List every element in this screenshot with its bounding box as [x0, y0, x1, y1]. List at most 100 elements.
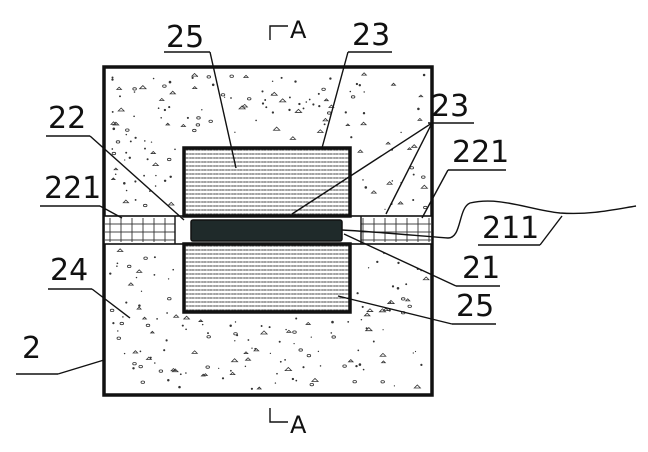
speckle-mark: [125, 151, 128, 154]
speckle-mark: [112, 322, 115, 325]
speckle-mark: [109, 308, 115, 312]
speckle-mark: [360, 72, 368, 76]
speckle-mark: [123, 352, 126, 355]
speckle-mark: [116, 336, 121, 340]
section-marker-top: [269, 25, 288, 40]
speckle-mark: [109, 272, 112, 275]
speckle-mark: [259, 330, 269, 335]
speckle-mark: [317, 92, 320, 95]
speckle-mark: [186, 116, 189, 119]
speckle-mark: [150, 150, 157, 154]
speckle-mark: [191, 76, 194, 79]
speckle-mark: [280, 76, 283, 79]
speckle-mark: [316, 129, 325, 133]
label-211: 211: [482, 211, 539, 246]
speckle-mark: [145, 356, 153, 360]
speckle-mark: [382, 307, 390, 312]
speckle-mark: [357, 149, 364, 153]
label-25-bottom: 25: [456, 289, 494, 324]
speckle-mark: [269, 352, 272, 355]
speckle-mark: [295, 379, 298, 382]
speckle-mark: [401, 297, 406, 301]
speckle-mark: [141, 316, 148, 320]
speckle-mark: [418, 94, 424, 98]
speckle-mark: [330, 332, 333, 334]
speckle-mark: [167, 378, 170, 382]
speckle-mark: [317, 350, 320, 353]
speckle-mark: [122, 316, 124, 318]
concrete-texture: [109, 72, 430, 390]
speckle-mark: [254, 347, 257, 350]
speckle-mark: [134, 180, 137, 183]
speckle-mark: [111, 148, 114, 150]
speckle-mark: [406, 147, 413, 150]
speckle-mark: [350, 95, 356, 99]
speckle-mark: [285, 328, 287, 331]
label-221-left: 221: [44, 171, 101, 206]
speckle-mark: [378, 308, 387, 313]
speckle-mark: [234, 321, 237, 323]
speckle-mark: [233, 332, 238, 336]
speckle-mark: [191, 85, 198, 90]
speckle-mark: [134, 136, 137, 139]
speckle-mark: [167, 278, 170, 280]
speckle-mark: [138, 84, 147, 90]
speckle-mark: [347, 359, 355, 363]
speckle-mark: [414, 350, 417, 353]
speckle-mark: [350, 136, 353, 139]
speckle-mark: [208, 119, 213, 123]
speckle-mark: [261, 90, 264, 93]
speckle-mark: [366, 308, 374, 312]
speckle-mark: [284, 366, 293, 372]
speckle-mark: [238, 105, 247, 110]
speckle-mark: [309, 382, 314, 387]
speckle-mark: [422, 73, 426, 77]
speckle-mark: [201, 109, 203, 111]
speckle-mark: [362, 368, 365, 371]
speckle-mark: [420, 363, 423, 366]
speckle-mark: [133, 115, 135, 118]
speckle-mark: [143, 174, 145, 177]
speckle-mark: [384, 208, 386, 210]
speckle-mark: [376, 260, 379, 264]
speckle-mark: [211, 83, 215, 87]
speckle-mark: [110, 177, 116, 180]
speckle-mark: [163, 108, 167, 112]
speckle-mark: [274, 382, 277, 384]
speckle-mark: [111, 151, 117, 156]
speckle-mark: [385, 141, 391, 145]
speckle-mark: [127, 282, 135, 286]
speckle-mark: [271, 111, 275, 114]
speckle-mark: [247, 339, 250, 341]
speckle-mark: [292, 330, 297, 334]
speckle-mark: [143, 256, 148, 260]
speckle-mark: [380, 380, 385, 384]
speckle-mark: [132, 87, 137, 91]
speckle-mark: [268, 326, 271, 329]
speckle-mark: [391, 285, 395, 288]
speckle-mark: [115, 86, 123, 90]
speckle-mark: [119, 321, 124, 326]
speckle-mark: [265, 106, 268, 109]
label-24: 24: [50, 253, 88, 288]
speckle-mark: [421, 175, 426, 179]
speckle-mark: [285, 329, 292, 333]
speckle-mark: [391, 180, 394, 182]
speckle-mark: [111, 110, 114, 113]
speckle-mark: [243, 351, 249, 355]
speckle-mark: [133, 91, 136, 93]
section-label-top: A: [290, 16, 307, 44]
speckle-mark: [119, 95, 121, 98]
speckle-mark: [404, 298, 411, 302]
speckle-mark: [218, 367, 220, 370]
speckle-mark: [123, 182, 126, 185]
speckle-mark: [230, 358, 239, 363]
speckle-mark: [179, 373, 182, 376]
speckle-mark: [230, 97, 232, 99]
speckle-mark: [379, 352, 387, 357]
speckle-mark: [412, 352, 414, 354]
section-marker-bottom: [269, 408, 288, 423]
speckle-mark: [420, 184, 429, 189]
speckle-mark: [112, 121, 120, 126]
speckle-mark: [116, 265, 118, 267]
